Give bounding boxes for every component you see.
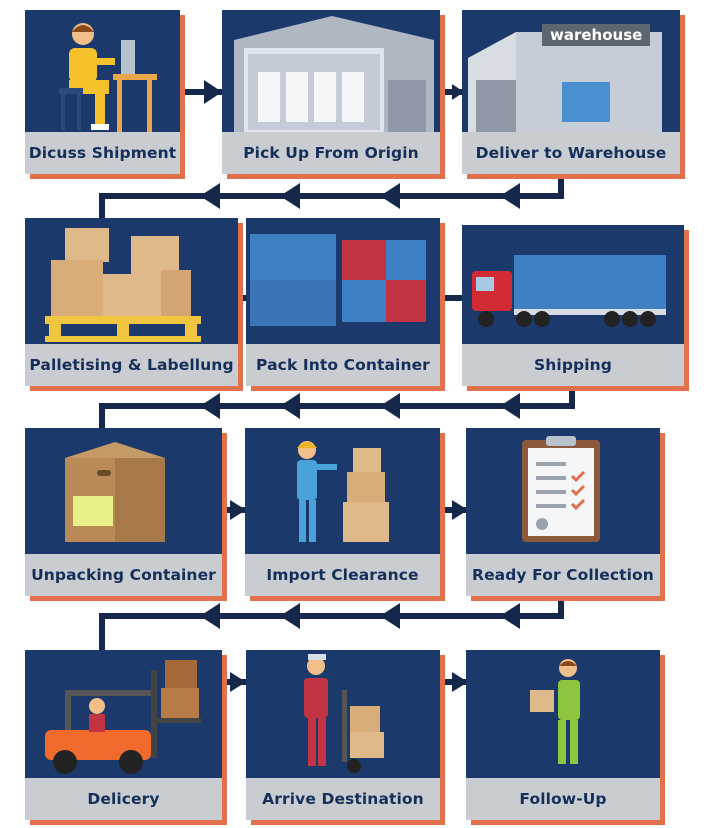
- step-label: Unpacking Container: [31, 566, 216, 584]
- step-discuss-shipment: Dicuss Shipment: [25, 10, 185, 179]
- arrow-left-icon: [500, 393, 520, 419]
- step-label: Import Clearance: [266, 566, 419, 584]
- step-palletising-labelling: Palletising & Labellung: [25, 218, 243, 391]
- arrow-left-icon: [380, 603, 400, 629]
- step-shipping: Shipping: [462, 225, 689, 391]
- shipping-containers-icon: [250, 234, 426, 326]
- person-holding-box-icon: [530, 659, 580, 764]
- step-label: Deliver to Warehouse: [475, 144, 667, 162]
- arrow-right-icon: [230, 672, 246, 692]
- arrow-left-icon: [200, 603, 220, 629]
- step-import-clearance: Import Clearance: [245, 428, 445, 601]
- warehouse-sign: warehouse: [542, 24, 651, 46]
- hand-truck-worker-icon: [304, 654, 384, 773]
- step-ready-for-collection: Ready For Collection: [466, 428, 665, 601]
- step-label: Shipping: [534, 356, 612, 374]
- arrow-left-icon: [200, 183, 220, 209]
- step-arrive-destination: Arrive Destination: [246, 650, 445, 825]
- cardboard-box-icon: [65, 442, 165, 542]
- arrow-left-icon: [280, 603, 300, 629]
- step-label: Pick Up From Origin: [243, 144, 419, 162]
- customer-service-agent-icon: [59, 23, 157, 132]
- step-delivery: Delicery: [25, 650, 227, 825]
- worker-scanning-boxes-icon: [297, 441, 389, 542]
- step-label: Dicuss Shipment: [28, 144, 177, 162]
- arrow-right-icon: [230, 500, 246, 520]
- step-deliver-to-warehouse: warehouse Deliver to Warehouse: [462, 10, 685, 179]
- arrow-left-icon: [380, 393, 400, 419]
- step-pick-up-from-origin: Pick Up From Origin: [222, 10, 445, 179]
- arrow-right-icon: [452, 500, 468, 520]
- clipboard-checklist-icon: [522, 436, 600, 542]
- step-label: Follow-Up: [519, 790, 607, 808]
- step-label: Arrive Destination: [262, 790, 424, 808]
- arrow-left-icon: [280, 183, 300, 209]
- step-label: Palletising & Labellung: [29, 356, 234, 374]
- forklift-icon: [45, 660, 201, 774]
- pallet-boxes-icon: [45, 228, 201, 342]
- truck-icon: [472, 255, 666, 327]
- step-label: Pack Into Container: [256, 356, 430, 374]
- arrow-left-icon: [380, 183, 400, 209]
- arrow-left-icon: [280, 393, 300, 419]
- arrow-left-icon: [500, 603, 520, 629]
- arrow-left-icon: [500, 183, 520, 209]
- arrow-left-icon: [200, 393, 220, 419]
- step-label: Delicery: [87, 790, 160, 808]
- step-label: Ready For Collection: [472, 566, 654, 584]
- step-unpacking-container: Unpacking Container: [25, 428, 227, 601]
- open-warehouse-icon: [234, 16, 434, 132]
- arrow-right-icon: [452, 84, 464, 100]
- step-follow-up: Follow-Up: [466, 650, 665, 825]
- warehouse-building-icon: [468, 32, 662, 132]
- step-pack-into-container: Pack Into Container: [246, 218, 445, 391]
- arrow-right-icon: [204, 80, 222, 104]
- arrow-right-icon: [452, 672, 468, 692]
